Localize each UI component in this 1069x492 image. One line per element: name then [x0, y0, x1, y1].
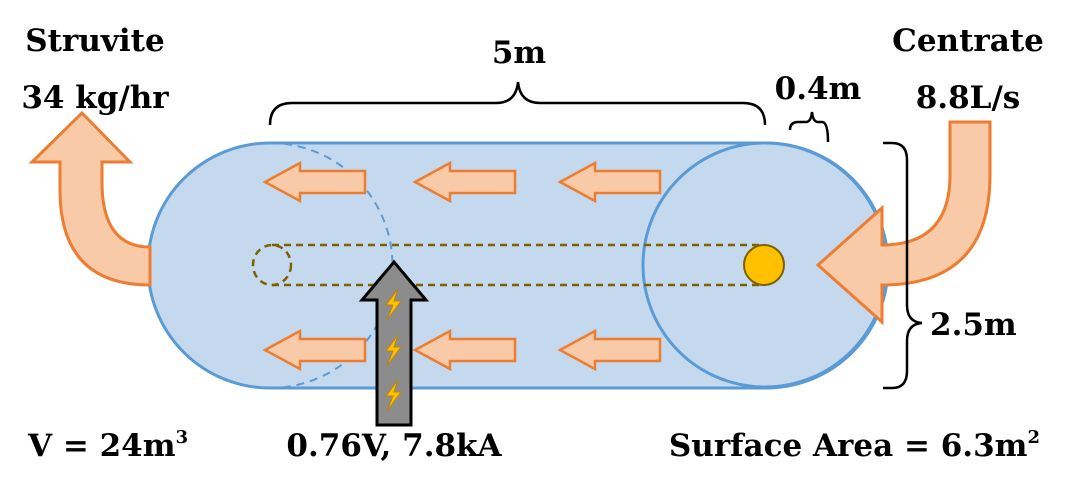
flow-arrows-top [262, 160, 662, 204]
surface-area-text: Surface Area = 6.3m [669, 428, 1028, 464]
flow-arrow-left-icon [412, 328, 517, 372]
flow-arrow-left-icon [557, 160, 662, 204]
surface-area-exponent: 2 [1027, 427, 1040, 448]
lightning-bolts [385, 288, 402, 412]
volume-text: V = 24m [27, 428, 176, 464]
flow-arrow-left-icon [262, 160, 367, 204]
volume-label: V = 24m3 [27, 427, 188, 464]
inlet-dot [743, 244, 785, 286]
lightning-bolt-icon [385, 288, 402, 321]
centrate-title: Centrate [892, 23, 1044, 59]
electrode-rod-end [251, 243, 293, 287]
electrode-rod [272, 243, 765, 287]
inlet-curved-arrow-icon [815, 120, 992, 326]
flow-arrow-left-icon [412, 160, 517, 204]
volume-exponent: 3 [176, 427, 189, 448]
centrate-rate: 8.8L/s [916, 80, 1021, 116]
diameter-label: 2.5m [930, 307, 1017, 343]
gap-brace [788, 111, 830, 143]
diameter-brace [883, 141, 923, 390]
flow-arrow-left-icon [262, 328, 367, 372]
surface-area-label: Surface Area = 6.3m2 [669, 427, 1040, 464]
gap-label: 0.4m [775, 71, 862, 107]
struvite-title: Struvite [25, 23, 164, 59]
lightning-bolt-icon [385, 379, 402, 412]
length-label: 5m [492, 35, 547, 71]
flow-arrow-left-icon [557, 328, 662, 372]
flow-arrows-bottom [262, 328, 662, 372]
electric-label: 0.76V, 7.8kA [286, 428, 502, 464]
lightning-bolt-icon [385, 334, 402, 367]
struvite-rate: 34 kg/hr [21, 80, 169, 116]
tank-left-end-dashed [269, 142, 394, 389]
length-brace [268, 81, 767, 126]
outlet-curved-arrow-icon [28, 110, 152, 287]
